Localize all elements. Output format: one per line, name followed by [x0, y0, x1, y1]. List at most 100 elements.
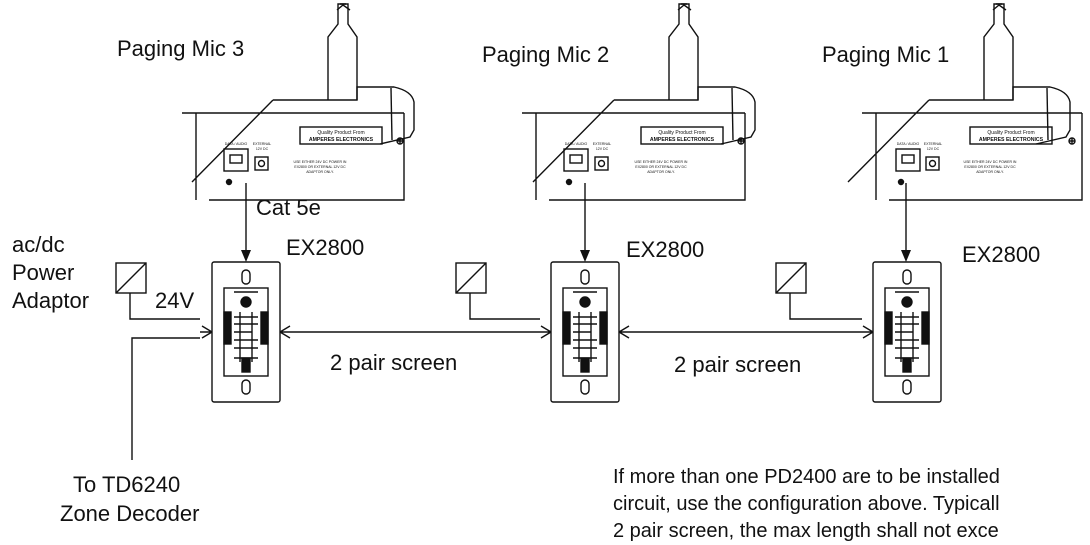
- power-adaptor-icon: [115, 262, 147, 294]
- power-note-1: USE EITHER 24V DC POWER IN: [294, 160, 347, 164]
- data-audio-port-inner: [569, 154, 583, 164]
- brand-line-1: Quality Product From: [317, 130, 364, 136]
- arrow-head-icon: [901, 250, 911, 262]
- terminal-block-right: [921, 311, 930, 345]
- brand-box: [640, 126, 724, 145]
- power-label-2: 12V DC: [256, 147, 269, 151]
- power-jack: [925, 156, 940, 171]
- brand-line-1: Quality Product From: [658, 130, 705, 136]
- adaptor-label-line1: ac/dc: [12, 232, 65, 257]
- plate-badge: [902, 357, 912, 373]
- power-note-2: EX2800 OR EXTERNAL 12V DC: [964, 165, 1016, 169]
- voltage-label: 24V: [155, 288, 195, 313]
- plate-badge: [580, 357, 590, 373]
- cable-label: Cat 5e: [256, 195, 321, 220]
- mic-1-label: Paging Mic 1: [822, 42, 950, 67]
- power-note-2: EX2800 OR EXTERNAL 12V DC: [635, 165, 687, 169]
- adaptor-label-line2: Power: [12, 260, 75, 285]
- cat5e-cables: [241, 183, 911, 262]
- wire-fan-left: [861, 325, 874, 339]
- mic-gooseneck: [327, 3, 358, 100]
- plate-slot-bottom: [580, 379, 590, 395]
- power-note-3: ADAPTOR ONLY.: [976, 170, 1004, 174]
- mic-body-outline: [847, 86, 1083, 201]
- terminal-block-left: [884, 311, 893, 345]
- power-label-2: 12V DC: [927, 147, 940, 151]
- terminal-block-left: [562, 311, 571, 345]
- plate-slot-top: [241, 269, 251, 285]
- mic-body-outline: [522, 86, 756, 201]
- status-led: [897, 178, 905, 186]
- power-wire: [469, 293, 540, 320]
- wire-fan-left: [200, 325, 213, 339]
- power-note-3: ADAPTOR ONLY.: [647, 170, 675, 174]
- data-audio-port-inner: [229, 154, 243, 164]
- mic-body-outline: [182, 86, 415, 201]
- power-jack-hole: [257, 159, 266, 168]
- screw-icon: [737, 137, 745, 145]
- power-note-1: USE EITHER 24V DC POWER IN: [964, 160, 1017, 164]
- arrow-head-icon: [580, 250, 590, 262]
- plate-slot-top: [580, 269, 590, 285]
- port-label: DATA / AUDIO: [565, 142, 588, 146]
- link-label-1: 2 pair screen: [330, 350, 458, 375]
- unit-1-label: EX2800: [962, 242, 1041, 267]
- port-label: DATA / AUDIO: [225, 142, 248, 146]
- install-note-line3: 2 pair screen, the max length shall not …: [613, 520, 999, 542]
- brand-box: [299, 126, 383, 145]
- status-led: [565, 178, 573, 186]
- paging-mic-2: Quality Product From AMPERES ELECTRONICS…: [522, 3, 756, 201]
- power-note-1: USE EITHER 24V DC POWER IN: [635, 160, 688, 164]
- power-adaptor-icon: [455, 262, 487, 294]
- paging-mic-1: Quality Product From AMPERES ELECTRONICS…: [847, 3, 1083, 201]
- mic-tip-icon: [992, 3, 1007, 11]
- data-audio-port: [223, 148, 249, 172]
- volume-knob-icon: [579, 296, 591, 308]
- wire-fan-left: [539, 325, 552, 339]
- power-label-1: EXTERNAL: [593, 142, 612, 146]
- power-note-3: ADAPTOR ONLY.: [306, 170, 334, 174]
- power-jack: [254, 156, 269, 171]
- data-audio-port: [895, 148, 921, 172]
- mic-3-label: Paging Mic 3: [117, 36, 245, 61]
- brand-line-2: AMPERES ELECTRONICS: [979, 137, 1044, 143]
- arrow-head-icon: [241, 250, 251, 262]
- plate-badge: [241, 357, 251, 373]
- plate-slot-bottom: [902, 379, 912, 395]
- ex2800-unit-2: [539, 261, 631, 403]
- power-jack-hole: [597, 159, 606, 168]
- mic-tip-icon: [336, 3, 351, 11]
- mic-shell-line: [1046, 87, 1049, 141]
- screw-icon: [1068, 137, 1076, 145]
- brand-box: [969, 126, 1053, 145]
- status-led: [225, 178, 233, 186]
- install-note-line2: circuit, use the configuration above. Ty…: [613, 493, 1000, 515]
- mic-tip-icon: [677, 3, 692, 11]
- port-label: DATA / AUDIO: [897, 142, 920, 146]
- data-audio-port-inner: [901, 154, 915, 164]
- mic-shell-line: [731, 87, 734, 141]
- diagram-canvas: Quality Product From AMPERES ELECTRONICS…: [115, 3, 1083, 460]
- power-jack-hole: [928, 159, 937, 168]
- power-adaptors: [115, 262, 862, 320]
- terminal-block-right: [599, 311, 608, 345]
- unit-3-label: EX2800: [286, 235, 365, 260]
- mic-2-label: Paging Mic 2: [482, 42, 610, 67]
- brand-line-1: Quality Product From: [987, 130, 1034, 136]
- power-jack: [594, 156, 609, 171]
- decoder-label-line2: Zone Decoder: [60, 501, 200, 526]
- brand-line-2: AMPERES ELECTRONICS: [650, 137, 715, 143]
- decoder-cable: [131, 337, 200, 460]
- link-label-2: 2 pair screen: [674, 352, 802, 377]
- ex2800-unit-1: [861, 261, 942, 403]
- power-adaptor-icon: [775, 262, 807, 294]
- interconnect-cables: [131, 331, 861, 460]
- decoder-label-line1: To TD6240: [73, 472, 181, 497]
- screw-icon: [396, 137, 404, 145]
- terminal-block-right: [260, 311, 269, 345]
- wiring-diagram: Quality Product From AMPERES ELECTRONICS…: [12, 3, 1083, 542]
- power-wire-24v: [129, 293, 200, 320]
- mic-gooseneck: [983, 3, 1014, 100]
- power-wire: [789, 293, 862, 320]
- ex2800-unit-3: [200, 261, 292, 403]
